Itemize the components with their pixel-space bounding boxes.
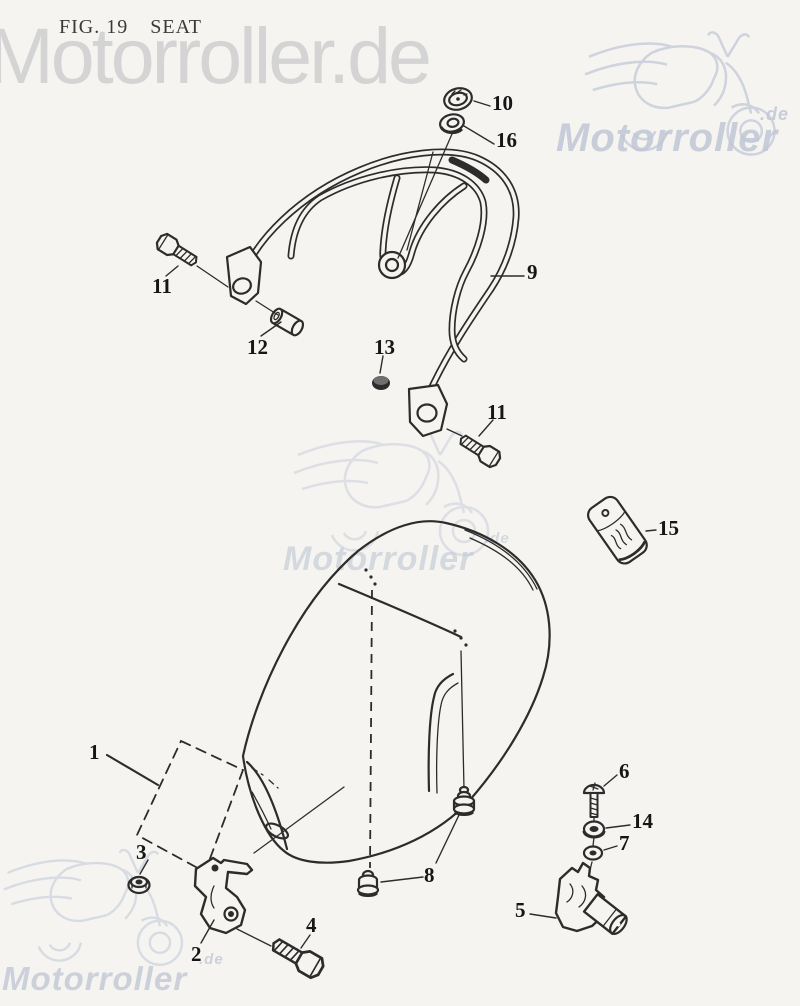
brand-text: Motorroller bbox=[283, 540, 474, 578]
part-label-3: 3 bbox=[136, 840, 147, 864]
part-label-2: 2 bbox=[191, 942, 202, 966]
part-label-5: 5 bbox=[515, 898, 526, 922]
watermark-brand: Motorroller .de bbox=[283, 530, 509, 579]
part-label-4: 4 bbox=[306, 913, 317, 937]
leader-line-1 bbox=[105, 753, 160, 787]
brand-text: Motorroller bbox=[556, 116, 779, 160]
leader-line-13 bbox=[379, 355, 384, 374]
seat-drawing bbox=[241, 520, 551, 869]
part-label-8: 8 bbox=[424, 863, 435, 887]
figure-name: SEAT bbox=[150, 16, 203, 38]
washer-part-7 bbox=[582, 845, 604, 861]
cap-nut-part-10 bbox=[443, 87, 473, 111]
leader-lines bbox=[105, 100, 657, 949]
part-label-7: 7 bbox=[619, 831, 630, 855]
part-label-14: 14 bbox=[632, 809, 653, 833]
leader-line-3 bbox=[139, 859, 149, 875]
leader-line-16 bbox=[463, 125, 495, 145]
leader-line-2 bbox=[200, 919, 215, 944]
nut-part-13 bbox=[372, 376, 390, 390]
screw-part-6 bbox=[582, 782, 606, 818]
leader-line-6 bbox=[603, 774, 618, 787]
washer-part-16 bbox=[439, 113, 465, 135]
brand-text: Motorroller bbox=[2, 960, 188, 997]
leader-line-8 bbox=[435, 814, 460, 864]
part-label-9: 9 bbox=[527, 260, 538, 284]
part-label-11: 11 bbox=[487, 400, 507, 424]
watermark-brand: Motorroller .de bbox=[2, 951, 223, 998]
nut-part-14 bbox=[582, 820, 606, 839]
leader-line-4 bbox=[300, 934, 311, 949]
leader-line-11 bbox=[478, 419, 494, 437]
leader-line-12 bbox=[260, 321, 282, 337]
part-label-6: 6 bbox=[619, 759, 630, 783]
leader-line-5 bbox=[529, 913, 557, 919]
tool-bag-part-15 bbox=[587, 495, 648, 565]
part-label-1: 1 bbox=[89, 740, 100, 764]
part-label-11: 11 bbox=[152, 274, 172, 298]
leader-line-10 bbox=[473, 100, 491, 107]
watermark-main-text: Motorroller.de bbox=[0, 11, 432, 100]
leader-line-11 bbox=[165, 265, 179, 277]
figure-title: FIG. 19 SEAT bbox=[59, 16, 202, 39]
luggage-rack-drawing bbox=[225, 133, 520, 438]
watermark-brand: Motorroller .de bbox=[556, 104, 788, 161]
leader-line-7 bbox=[603, 845, 618, 851]
leader-line-15 bbox=[645, 529, 657, 532]
bracket-part-2 bbox=[193, 856, 254, 935]
grommet-part-8-left bbox=[356, 869, 380, 898]
alignment-dots bbox=[364, 568, 468, 647]
seat-lock-part-5 bbox=[554, 861, 628, 935]
leader-line-8 bbox=[380, 876, 424, 883]
part-label-13: 13 bbox=[374, 335, 395, 359]
figure-number: FIG. 19 bbox=[59, 16, 129, 38]
part-label-10: 10 bbox=[492, 91, 513, 115]
part-label-15: 15 bbox=[658, 516, 679, 540]
part-label-12: 12 bbox=[247, 335, 268, 359]
brand-tld: .de bbox=[760, 104, 790, 124]
nut-part-3 bbox=[127, 875, 151, 895]
grommet-part-8-right bbox=[452, 785, 476, 817]
leader-line-14 bbox=[605, 824, 631, 829]
brand-tld: .de bbox=[199, 951, 224, 968]
part-label-16: 16 bbox=[496, 128, 517, 152]
spacer-part-12 bbox=[269, 307, 305, 337]
